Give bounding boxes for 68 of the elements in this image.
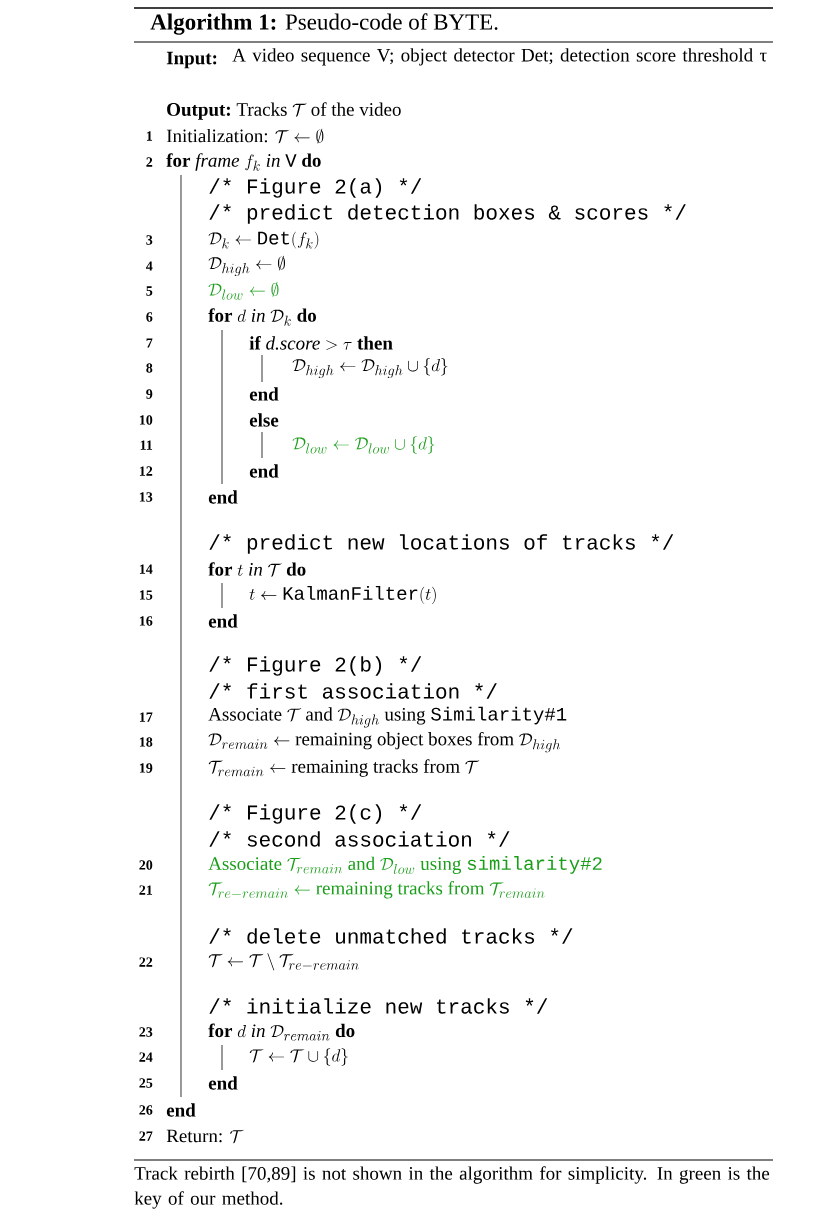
line-number: 8	[146, 363, 153, 373]
input-text: A video sequence V; object detector Det; detection score threshold τ	[232, 48, 767, 66]
code-comment: /* delete unmatched tracks */	[209, 928, 573, 944]
code-line: $\textbf{Output:}\ \text{Tracks }\mathcal{T}\text{ of the video}$	[167, 102, 401, 120]
line-number: 26	[139, 1105, 153, 1115]
code-comment: /* predict new locations of tracks */	[209, 534, 674, 554]
code-comment: /* second association */	[209, 831, 510, 847]
code-line: $\textbf{for}\ t\ \textit{in}\ \mathcal{T}\ \textbf{do}$	[208, 562, 306, 577]
input-label: Input:	[166, 51, 217, 69]
line-number: 5	[146, 286, 153, 296]
line-number: 22	[139, 957, 153, 967]
line-number: 27	[139, 1131, 153, 1141]
line-number: 13	[139, 492, 153, 502]
code-line: $t \leftarrow \texttt{KalmanFilter}(t)$	[249, 585, 436, 605]
code-line: $\text{Associate }\mathcal{T}\text{ and }\mathcal{D}_{high}\text{ using }\texttt{Similarity\#1}$	[208, 706, 567, 728]
line-number: 20	[139, 860, 153, 870]
line-number: 14	[139, 564, 153, 574]
algorithm-title: Algorithm 1: Pseudo-code of BYTE.	[150, 13, 498, 35]
code-comment: /* first association */	[209, 683, 497, 699]
line-number: 18	[139, 737, 153, 747]
code-line: $\text{Return: }\mathcal{T}$	[166, 1129, 244, 1144]
line-number: 9	[146, 389, 153, 399]
code-line: $\text{Associate }\mathcal{T}_{remain}\text{ and }\mathcal{D}_{low}\text{ using }\texttt{similarity\#2}$	[208, 856, 602, 875]
code-line: $\textbf{if}\ \textit{d.score} > \tau\ \textbf{then}$	[249, 336, 393, 350]
code-line: $\mathcal{D}_{low} \leftarrow \mathcal{D}_{low} \cup \{d\}$	[292, 436, 435, 454]
code-line: $\text{Initialization: }\mathcal{T} \leftarrow \emptyset$	[166, 128, 324, 144]
code-line: $\mathcal{T} \leftarrow \mathcal{T} \cup \{d\}$	[249, 1048, 348, 1066]
keyword: end	[208, 1076, 238, 1090]
code-comment: /* Figure 2(b) */	[209, 656, 422, 676]
line-number: 15	[139, 590, 153, 600]
code-comment: /* Figure 2(c) */	[209, 804, 422, 824]
line-number: 23	[139, 1027, 153, 1037]
line-number: 16	[139, 616, 153, 626]
line-number: 2	[146, 157, 153, 167]
code-line: $\mathcal{D}_{high} \leftarrow \emptyset$	[208, 255, 285, 277]
keyword: end	[208, 490, 238, 504]
line-number: 12	[139, 466, 153, 476]
line-number: 19	[139, 763, 153, 773]
line-number: 11	[140, 440, 153, 450]
line-number: 24	[139, 1052, 153, 1062]
keyword: end	[249, 464, 279, 478]
code-line: $\mathcal{T} \leftarrow \mathcal{T} \setminus \mathcal{T}_{re-remain}$	[208, 953, 359, 971]
code-comment: /* Figure 2(a) */	[209, 178, 422, 198]
code-line: $\mathcal{D}_{low} \leftarrow \emptyset$	[208, 282, 279, 300]
line-number: 1	[146, 131, 153, 141]
code-line: $\mathcal{D}_{remain} \leftarrow \text{remaining object boxes from }\mathcal{D}_{high}$	[208, 731, 561, 753]
code-comment: /* initialize new tracks */	[209, 998, 548, 1014]
line-number: 10	[139, 415, 153, 425]
line-number: 17	[139, 712, 153, 722]
line-number: 4	[146, 261, 153, 271]
keyword: else	[249, 413, 279, 427]
keyword: end	[208, 614, 238, 628]
code-comment: /* predict detection boxes & scores */	[209, 204, 686, 224]
code-line: $\mathcal{D}_{high} \leftarrow \mathcal{D}_{high} \cup \{d\}$	[292, 358, 448, 379]
code-line: $\textbf{for}\ d\ \textit{in}\ \mathcal{D}_k\ \textbf{do}$	[208, 308, 316, 326]
code-line: $\mathcal{T}_{re-remain} \leftarrow \text{remaining tracks from }\mathcal{T}_{remain}$	[208, 881, 545, 899]
keyword: end	[166, 1103, 196, 1117]
line-number: 25	[139, 1078, 153, 1088]
line-number: 6	[146, 312, 153, 322]
line-number: 3	[146, 235, 153, 245]
code-line: $\textbf{for}\ \textit{frame}\ f_k\ \textit{in}\ \texttt{V}\ \textbf{do}$	[166, 153, 321, 171]
code-line: $\mathcal{D}_k \leftarrow \texttt{Det}(f_k)$	[208, 231, 319, 249]
line-number: 21	[139, 885, 153, 895]
caption-text: Track rebirth [70,89] is not shown in the algorithm for simplicity. In green is the key of our method.	[134, 1166, 770, 1209]
keyword: end	[249, 387, 279, 401]
code-line: $\mathcal{T}_{remain} \leftarrow \text{remaining tracks from }\mathcal{T}$	[208, 759, 480, 777]
code-line: $\textbf{for}\ d\ \textit{in}\ \mathcal{D}_{remain}\ \textbf{do}$	[208, 1023, 355, 1041]
line-number: 7	[146, 338, 153, 348]
